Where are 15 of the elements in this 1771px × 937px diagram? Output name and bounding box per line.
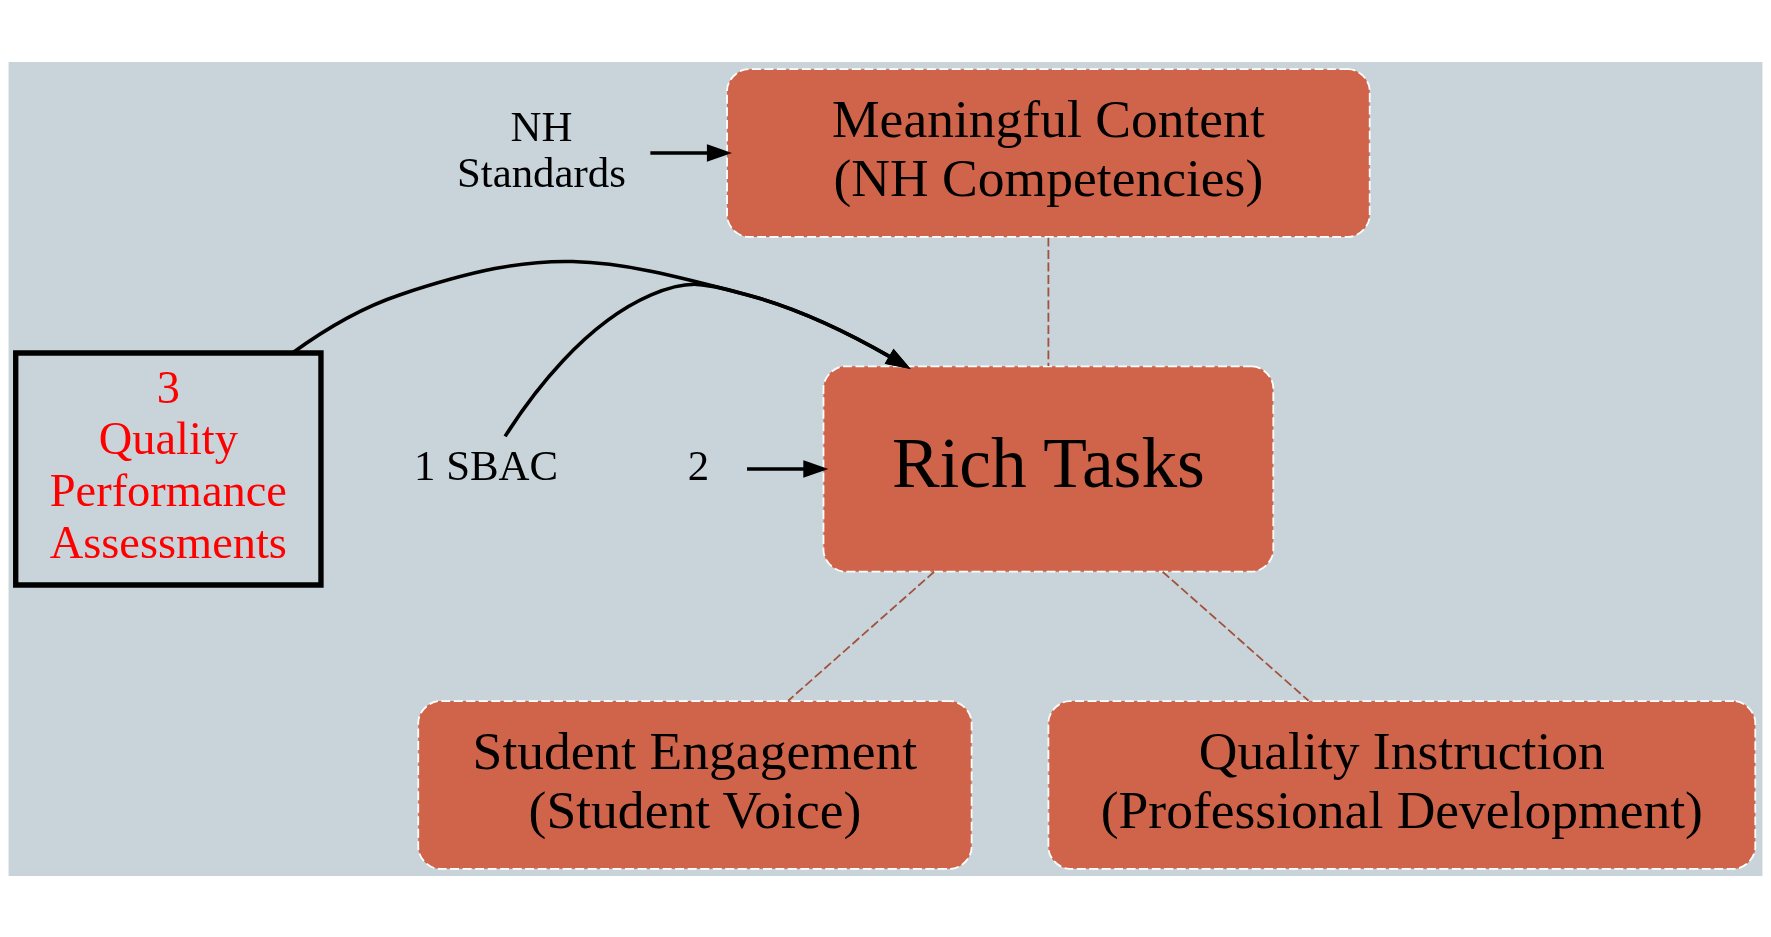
arrow [291,259,911,369]
arrow [650,143,732,162]
node-text: 1 SBAC [414,441,559,489]
arrow [747,459,829,478]
node-box: Student Engagement (Student Voice) [417,699,973,870]
connector [1161,570,1310,702]
node-box: 3 Quality Performance Assessments [13,349,324,588]
node-text: 2 [687,441,710,489]
node-box: Quality Instruction (Professional Development) [1047,699,1757,870]
node-box: Rich Tasks [822,364,1275,573]
connector [787,570,936,702]
connector [1047,236,1050,367]
node-text: NH Standards [456,102,626,196]
node-box: Meaningful Content (NH Competencies) [726,67,1371,238]
arrow [503,282,911,437]
